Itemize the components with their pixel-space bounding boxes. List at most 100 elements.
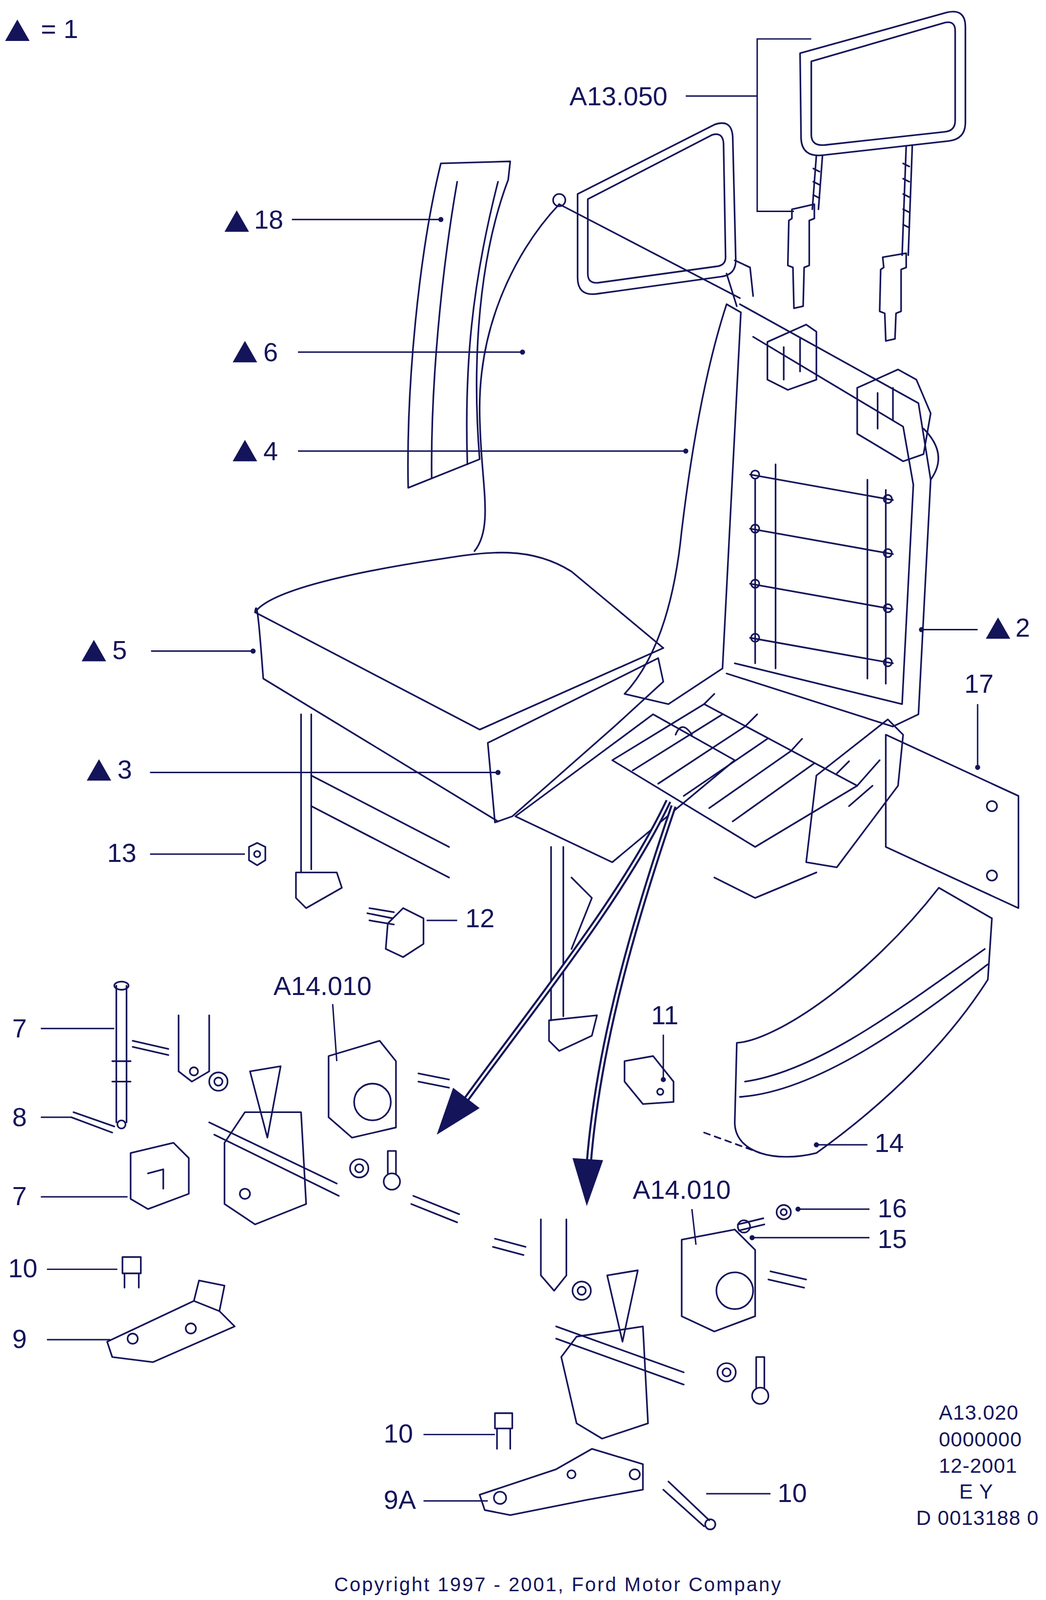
seat-drawing xyxy=(385,908,424,958)
seat-drawing xyxy=(767,324,817,391)
callout-number: 12 xyxy=(465,905,495,932)
seat-drawing xyxy=(214,1077,223,1086)
pointer-arrow xyxy=(572,1158,604,1207)
label-text: 7 xyxy=(12,1013,27,1044)
callout-number: 16 xyxy=(877,1195,908,1222)
leader-line xyxy=(292,218,442,221)
leader-line xyxy=(297,351,523,354)
seat-drawing xyxy=(800,11,966,156)
seat-drawing xyxy=(726,304,931,727)
leader-line xyxy=(40,1116,72,1119)
seat-drawing xyxy=(806,719,904,868)
leader-line xyxy=(250,217,981,1241)
seat-drawing xyxy=(556,1326,685,1385)
leader-line xyxy=(706,1493,771,1496)
label-text: A14.010 xyxy=(273,971,372,1001)
seat-drawing xyxy=(768,1271,807,1288)
seat-drawing xyxy=(812,144,913,256)
leader-line xyxy=(795,1206,801,1212)
leader-line xyxy=(250,648,256,654)
seat-drawing xyxy=(350,1159,369,1179)
label-text: 10 xyxy=(777,1478,808,1508)
label-text: 3 xyxy=(117,754,133,785)
callout-number: 15 xyxy=(877,1225,908,1253)
leader-line xyxy=(332,1004,337,1062)
seat-drawing xyxy=(249,843,266,866)
seat-drawing xyxy=(479,1449,644,1516)
seat-drawing xyxy=(71,11,1019,1530)
seat-drawing xyxy=(663,1481,710,1527)
seat-drawing xyxy=(722,1368,731,1378)
seat-drawing xyxy=(209,1122,339,1197)
seat-drawing xyxy=(296,872,342,909)
seat-drawing xyxy=(107,1301,236,1363)
seat-drawing xyxy=(813,163,910,228)
seat-drawing xyxy=(559,204,740,299)
seat-drawing xyxy=(431,181,498,478)
seat-drawing xyxy=(714,872,817,899)
seat-drawing xyxy=(255,552,664,649)
seat-drawing xyxy=(811,22,956,146)
label-text: A14.010 xyxy=(632,1175,731,1205)
label-text: Copyright 1997 - 2001, Ford Motor Compan… xyxy=(334,1574,783,1596)
seat-drawing xyxy=(194,1281,225,1312)
label-text: 6 xyxy=(263,337,278,367)
seat-drawing xyxy=(629,1469,640,1481)
drawing-code: E Y xyxy=(959,1481,994,1503)
callout-number: 8 xyxy=(12,1104,27,1131)
pointer-arrow xyxy=(436,801,674,1207)
seat-drawing xyxy=(493,1239,526,1256)
callout-number: 7 xyxy=(12,1183,27,1210)
leader-line xyxy=(691,1209,696,1245)
seat-drawing xyxy=(255,612,664,731)
pointer-arrow xyxy=(436,1087,480,1135)
seat-drawing xyxy=(178,1015,210,1083)
seat-drawing xyxy=(551,847,564,1021)
leader-line xyxy=(46,1339,111,1342)
callout-number: A14.010 xyxy=(632,1176,731,1204)
seat-drawing xyxy=(756,1357,765,1389)
label-text: 4 xyxy=(263,436,278,466)
seat-drawing xyxy=(657,1088,664,1096)
seat-drawing xyxy=(130,1143,189,1210)
seat-drawing xyxy=(383,1173,400,1190)
seat-drawing xyxy=(612,704,858,848)
label-text: 12-2001 xyxy=(938,1454,1018,1478)
callout-number: 9A xyxy=(383,1486,416,1514)
callout-number: = 1 xyxy=(40,15,79,42)
label-text: 5 xyxy=(112,635,127,665)
seat-drawing xyxy=(717,1363,736,1382)
seat-drawing xyxy=(540,1219,567,1291)
label-text: 11 xyxy=(651,1000,679,1030)
seat-drawing xyxy=(885,734,1019,909)
leader-line xyxy=(150,771,499,774)
seat-drawing xyxy=(185,1323,197,1335)
seat-drawing xyxy=(751,1387,769,1404)
leader-line xyxy=(40,1027,115,1030)
leader-line xyxy=(519,349,525,355)
leader-line xyxy=(749,1235,755,1241)
label-text: A13.050 xyxy=(569,81,668,111)
seat-drawing xyxy=(726,260,753,307)
leader-line xyxy=(975,765,981,770)
callout-number: 6 xyxy=(263,338,278,366)
pointer-arrow xyxy=(464,801,669,1103)
triangle-symbol xyxy=(81,639,106,662)
callout-number: 5 xyxy=(112,636,127,664)
label-text: 8 xyxy=(12,1102,27,1132)
callout-number: 2 xyxy=(1015,614,1030,641)
pointer-arrow xyxy=(464,801,669,1103)
seat-drawing xyxy=(587,134,726,283)
seat-drawing xyxy=(780,1209,788,1216)
callout-number: 11 xyxy=(651,1002,679,1029)
seat-drawing xyxy=(750,633,760,643)
seat-drawing xyxy=(572,1282,592,1301)
seat-drawing xyxy=(986,801,998,812)
copyright-note: Copyright 1997 - 2001, Ford Motor Compan… xyxy=(334,1575,783,1595)
label-text: 0000000 xyxy=(938,1428,1023,1452)
callout-number: A14.010 xyxy=(273,972,372,1000)
seat-drawing xyxy=(750,470,760,479)
label-text: 18 xyxy=(254,204,284,235)
seat-drawing xyxy=(127,1333,139,1344)
